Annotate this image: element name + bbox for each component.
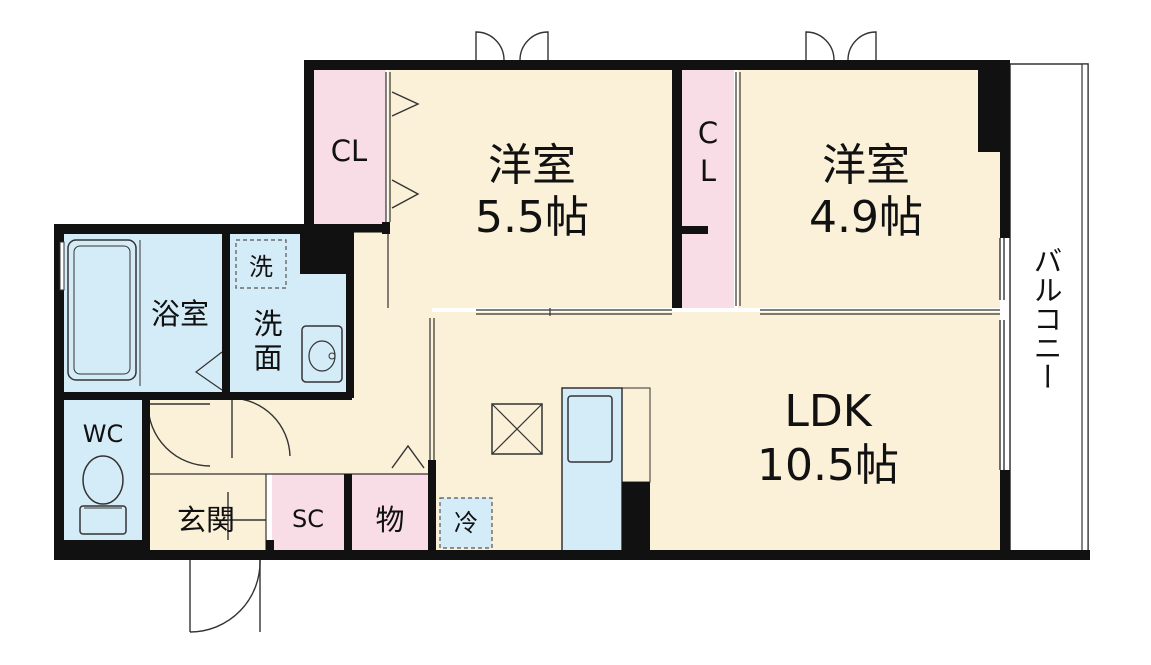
storage-floor	[352, 474, 428, 552]
bath-fixtures	[67, 239, 343, 535]
kitchen	[439, 387, 651, 553]
ldk-floor	[432, 312, 1000, 552]
kitchen-pillar	[622, 482, 650, 552]
ventilation-icon	[491, 403, 543, 455]
entrance-label: 玄関	[177, 503, 235, 537]
bathtub-inner	[73, 245, 131, 375]
washroom-label-top: 洗	[253, 307, 282, 341]
partitions	[147, 72, 1000, 552]
bath-door-mark	[194, 351, 223, 391]
hall-strip-floor	[352, 232, 432, 398]
floor-fills	[62, 68, 1000, 552]
toilet-tank	[79, 505, 127, 535]
western-room-2-name: 洋室	[822, 140, 910, 191]
western-room-1-size: 5.5帖	[475, 192, 589, 243]
fridge-space	[439, 497, 493, 549]
toilet-bowl	[82, 455, 124, 505]
bath-label: 浴室	[151, 297, 209, 331]
wc-label: WC	[83, 420, 124, 448]
closet-1-label: CL	[331, 134, 367, 168]
washer-label: 洗	[249, 253, 273, 281]
closet-2-floor	[682, 68, 734, 308]
entrance-floor	[148, 474, 266, 552]
shoe-closet-label: SC	[292, 505, 324, 533]
western-room-1-floor	[388, 68, 672, 308]
hall-floor	[148, 398, 432, 474]
balcony-label: バルコニー	[1029, 246, 1063, 391]
shoe-closet-floor	[272, 474, 344, 552]
ldk-name: LDK	[784, 386, 872, 437]
ldk-size: 10.5帖	[757, 440, 899, 491]
kitchen-sink	[567, 395, 613, 463]
washer-space	[235, 239, 287, 289]
closet-1-floor	[312, 68, 386, 224]
storage-label: 物	[375, 503, 404, 537]
labels: 洋室 5.5帖 洋室 4.9帖 LDK 10.5帖 CL C L 浴室 洗 面 …	[83, 116, 1063, 537]
western-room-1-name: 洋室	[488, 140, 576, 191]
bathtub	[67, 239, 137, 381]
washroom-label-bottom: 面	[253, 341, 282, 375]
walls	[54, 60, 1090, 560]
fridge-label: 冷	[454, 509, 478, 537]
wash-basin	[301, 325, 343, 383]
closet-2-label-bottom: L	[700, 154, 716, 188]
western-room-2-size: 4.9帖	[809, 192, 923, 243]
western-room-2-floor	[738, 68, 1000, 308]
closet-2-label-top: C	[698, 116, 718, 150]
